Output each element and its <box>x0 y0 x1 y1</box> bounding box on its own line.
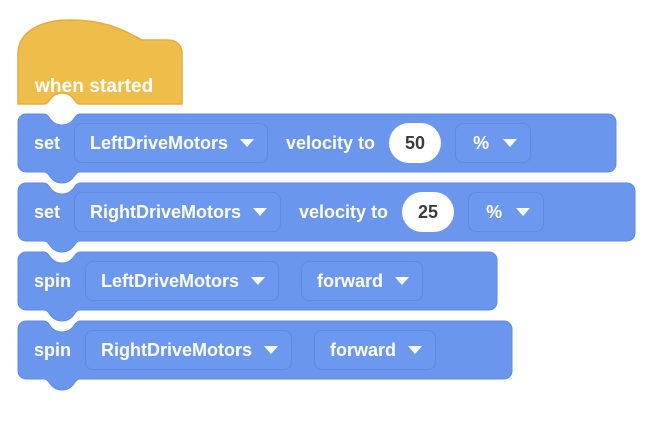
velocity-value: 50 <box>405 133 426 153</box>
block-command-label: set <box>34 133 61 153</box>
velocity-value: 25 <box>418 202 439 222</box>
block-command-label: spin <box>34 340 72 360</box>
chevron-down-icon <box>251 277 266 285</box>
units-dropdown-value: % <box>486 202 503 222</box>
motor-dropdown-value: LeftDriveMotors <box>90 133 229 153</box>
velocity-value-input[interactable]: 25 <box>402 192 455 232</box>
velocity-value-input[interactable]: 50 <box>389 123 442 163</box>
velocity-to-label: velocity to <box>299 202 389 222</box>
units-dropdown[interactable]: % <box>468 192 545 232</box>
block-command-label: set <box>34 202 61 222</box>
chevron-down-icon <box>240 139 255 147</box>
block-set-rightdrivemotors-velocity[interactable]: set RightDriveMotors velocity to 25 % <box>17 182 636 253</box>
chevron-down-icon <box>408 346 423 354</box>
hat-block-label: when started <box>35 76 154 97</box>
direction-dropdown-value: forward <box>330 340 397 360</box>
chevron-down-icon <box>516 208 531 216</box>
block-spin-rightdrivemotors-forward[interactable]: spin RightDriveMotors forward <box>17 320 513 391</box>
block-spin-leftdrivemotors-forward[interactable]: spin LeftDriveMotors forward <box>17 251 498 322</box>
chevron-down-icon <box>503 139 518 147</box>
motor-dropdown[interactable]: RightDriveMotors <box>85 330 293 370</box>
chevron-down-icon <box>395 277 410 285</box>
units-dropdown-value: % <box>473 133 490 153</box>
motor-dropdown-value: LeftDriveMotors <box>101 271 240 291</box>
direction-dropdown[interactable]: forward <box>301 261 424 301</box>
motor-dropdown[interactable]: LeftDriveMotors <box>74 123 269 163</box>
block-set-leftdrivemotors-velocity[interactable]: set LeftDriveMotors velocity to 50 % <box>17 113 617 184</box>
motor-dropdown[interactable]: RightDriveMotors <box>74 192 282 232</box>
direction-dropdown-value: forward <box>317 271 384 291</box>
chevron-down-icon <box>253 208 268 216</box>
block-command-label: spin <box>34 271 72 291</box>
units-dropdown[interactable]: % <box>455 123 532 163</box>
direction-dropdown[interactable]: forward <box>314 330 437 370</box>
velocity-to-label: velocity to <box>286 133 376 153</box>
motor-dropdown-value: RightDriveMotors <box>90 202 242 222</box>
motor-dropdown-value: RightDriveMotors <box>101 340 253 360</box>
motor-dropdown[interactable]: LeftDriveMotors <box>85 261 280 301</box>
hat-block-when-started[interactable]: when started <box>17 18 183 105</box>
chevron-down-icon <box>264 346 279 354</box>
